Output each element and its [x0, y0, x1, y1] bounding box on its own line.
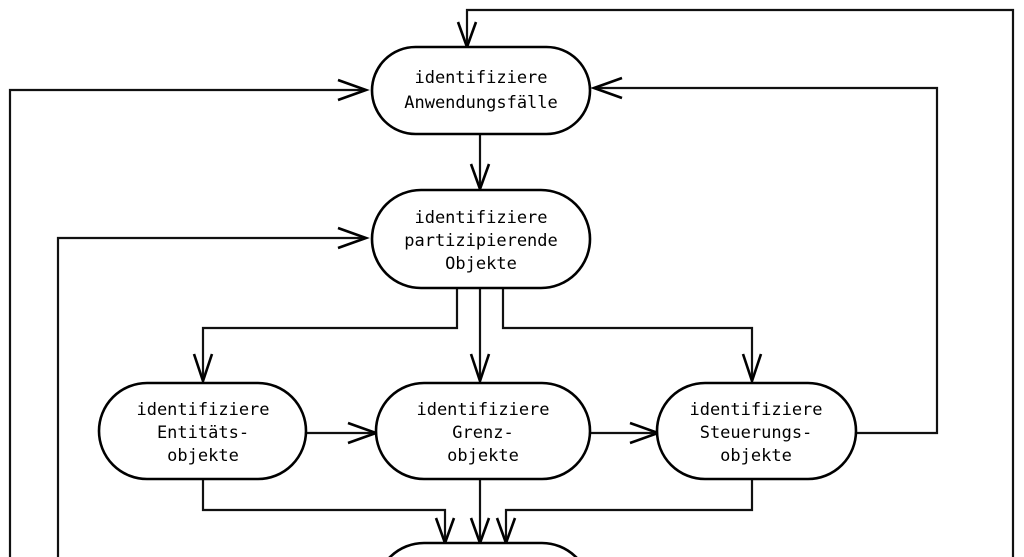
node-participating-objects-shape[interactable] [370, 188, 592, 290]
node-participating-objects-line3: Objekte [445, 254, 517, 274]
node-control-objects[interactable]: identifiziere Steuerungs- objekte [655, 381, 858, 481]
edge-path [504, 478, 754, 540]
edge-entity-to-boundary [306, 421, 380, 445]
node-use-cases-line1: identifiziere [414, 68, 547, 88]
arrow-head-left-into-use-cases [590, 76, 623, 100]
edge-path [465, 8, 1015, 557]
edge-path [8, 88, 362, 557]
node-boundary-objects-shape[interactable] [374, 381, 592, 481]
edge-use-cases-to-participating [469, 133, 491, 193]
edge-path [201, 288, 459, 378]
node-control-objects-line3: objekte [720, 446, 792, 466]
edge-entity-to-bottom [201, 478, 456, 547]
node-entity-objects-line1: identifiziere [136, 400, 269, 420]
node-boundary-objects-line3: objekte [447, 446, 519, 466]
node-bottom-partial[interactable] [376, 541, 590, 557]
node-boundary-objects[interactable]: identifiziere Grenz- objekte [374, 381, 592, 481]
edge-control-feedback-to-use-cases [590, 76, 939, 435]
node-participating-objects[interactable]: identifiziere partizipierende Objekte [370, 188, 592, 290]
edge-path [598, 86, 939, 435]
node-entity-objects-line3: objekte [167, 446, 239, 466]
edge-path [201, 478, 447, 540]
arrow-head-right-into-participating [337, 226, 370, 250]
node-use-cases[interactable]: identifiziere Anwendungsfälle [370, 45, 592, 136]
arrow-head-down-into-control [741, 353, 763, 386]
edge-path [501, 288, 754, 378]
node-entity-objects-shape[interactable] [97, 381, 308, 481]
node-control-objects-shape[interactable] [655, 381, 858, 481]
node-boundary-objects-line2: Grenz- [452, 423, 513, 443]
edge-control-to-bottom [495, 478, 754, 547]
node-bottom-partial-shape[interactable] [376, 541, 590, 557]
edge-offscreen-feedback-left-to-participating [56, 226, 370, 557]
arrow-head-down-into-entity [192, 353, 214, 386]
node-use-cases-line2: Anwendungsfälle [404, 93, 558, 113]
edge-participating-to-entity [192, 288, 459, 386]
node-entity-objects-line2: Entitäts- [157, 423, 249, 443]
node-participating-objects-line1: identifiziere [414, 208, 547, 228]
edge-path [56, 236, 362, 557]
edge-offscreen-feedback-left-to-use-cases [8, 78, 370, 557]
node-control-objects-line1: identifiziere [689, 400, 822, 420]
node-entity-objects[interactable]: identifiziere Entitäts- objekte [97, 381, 308, 481]
node-boundary-objects-line1: identifiziere [416, 400, 549, 420]
edge-boundary-to-control [590, 421, 662, 445]
edge-boundary-to-bottom [469, 478, 491, 547]
edge-group [8, 8, 1015, 557]
node-use-cases-shape[interactable] [370, 45, 592, 136]
edge-participating-to-boundary [469, 288, 491, 386]
node-participating-objects-line2: partizipierende [404, 231, 558, 251]
arrow-head-right-into-use-cases [337, 78, 370, 102]
node-control-objects-line2: Steuerungs- [700, 423, 813, 443]
edge-participating-to-control [501, 288, 763, 386]
arrow-head-down-into-boundary [469, 353, 491, 386]
